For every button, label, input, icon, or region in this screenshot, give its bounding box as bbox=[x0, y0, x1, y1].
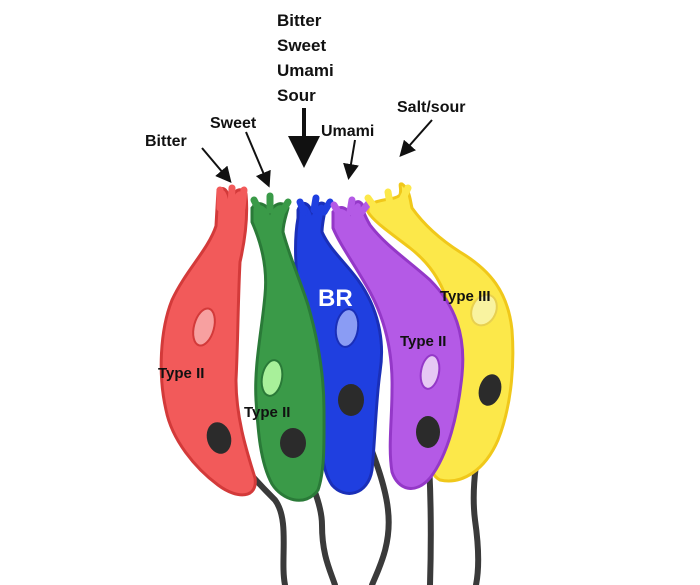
label-cell-yellow: Type III bbox=[440, 288, 491, 305]
nerve-ending-blue bbox=[338, 384, 364, 416]
label-cell-green: Type II bbox=[244, 404, 290, 421]
arrow-umami bbox=[343, 139, 359, 180]
label-bitter: Bitter bbox=[145, 133, 187, 150]
label-umami: Umami bbox=[321, 123, 374, 140]
microvilli-purple bbox=[330, 196, 372, 219]
label-sweet: Sweet bbox=[210, 115, 257, 132]
arrow-salt-sour bbox=[399, 119, 433, 157]
nucleus-blue bbox=[334, 308, 360, 348]
nucleus-green bbox=[260, 359, 284, 397]
cell-type-ii-red bbox=[159, 187, 257, 497]
nerve-ending-yellow bbox=[478, 374, 502, 406]
nucleus-purple bbox=[419, 354, 441, 390]
label-stack-bitter: Bitter bbox=[277, 11, 322, 30]
label-cell-purple: Type II bbox=[400, 333, 446, 350]
microvilli-yellow bbox=[364, 184, 412, 212]
nucleus-yellow bbox=[470, 293, 498, 327]
label-cell-blue: BR bbox=[318, 285, 353, 312]
nucleus-red bbox=[192, 307, 216, 347]
arrow-bitter bbox=[201, 147, 232, 184]
taste-labels: Bitter Sweet Umami Sour Bitter Sweet Uma… bbox=[145, 11, 465, 150]
microvilli-blue bbox=[296, 194, 334, 216]
arrow-sweet bbox=[245, 131, 271, 188]
microvilli-red bbox=[216, 184, 248, 212]
microvilli-green bbox=[250, 192, 292, 216]
label-cell-red: Type II bbox=[158, 365, 204, 382]
microvilli bbox=[216, 184, 412, 219]
nerve-ending-green bbox=[280, 428, 306, 458]
label-stack-sour: Sour bbox=[277, 86, 316, 105]
label-stack-umami: Umami bbox=[277, 61, 334, 80]
nerve-endings bbox=[206, 374, 502, 458]
nerve-ending-red bbox=[206, 422, 232, 454]
nerve-ending-purple bbox=[416, 416, 440, 448]
cell-type-ii-green bbox=[250, 202, 326, 502]
cell-labels: Type II Type II BR Type II Type III bbox=[158, 285, 491, 421]
label-stack-sweet: Sweet bbox=[277, 36, 326, 55]
label-salt-sour: Salt/sour bbox=[397, 99, 465, 116]
arrows bbox=[201, 108, 433, 188]
